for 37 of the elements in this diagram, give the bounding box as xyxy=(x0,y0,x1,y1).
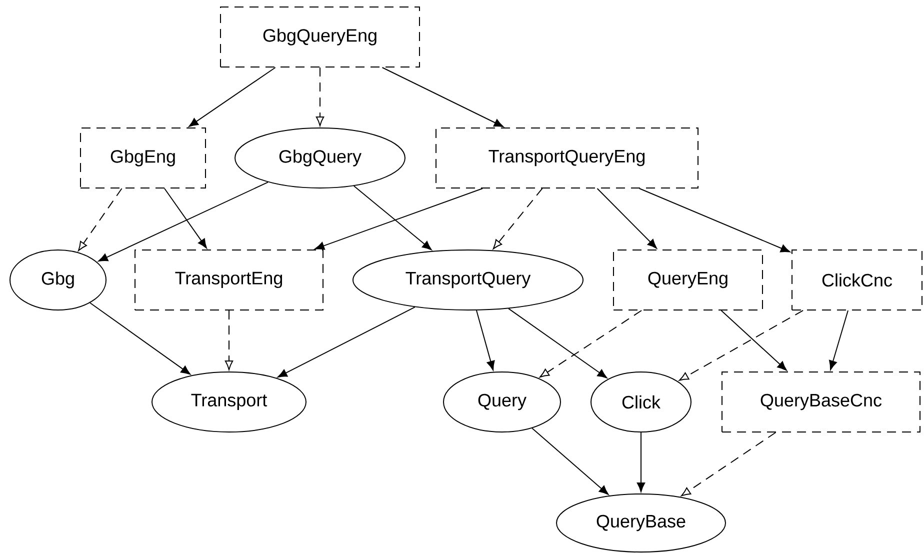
arrow xyxy=(476,310,495,370)
arrow xyxy=(314,188,484,250)
arrow xyxy=(224,310,234,370)
arrow xyxy=(188,67,276,127)
arrow xyxy=(596,188,657,249)
ellipse-node: Transport xyxy=(152,371,306,432)
ellipse-node: TransportQuery xyxy=(352,249,584,310)
ellipse-node: Click xyxy=(590,371,692,432)
dashed-box: ClickCnc xyxy=(792,249,922,310)
ellipse-node: Query xyxy=(443,371,561,432)
dashed-box: TransportQueryEng xyxy=(436,127,698,188)
arrow xyxy=(164,188,207,248)
arrow xyxy=(98,182,268,262)
arrow xyxy=(78,188,122,251)
arrow xyxy=(316,67,324,126)
dashed-box: GbgEng xyxy=(80,127,206,188)
arrow xyxy=(540,310,642,378)
arrow xyxy=(508,308,608,378)
arrow xyxy=(681,432,776,496)
arrow xyxy=(353,185,432,250)
arrow xyxy=(90,302,191,375)
ellipse-node: Gbg xyxy=(10,249,106,310)
arrow xyxy=(278,306,416,378)
arrow xyxy=(829,310,848,370)
dashed-box: QueryBaseCnc xyxy=(722,371,920,432)
arrow xyxy=(532,428,609,495)
dashed-box: GbgQueryEng xyxy=(220,6,420,68)
arrow xyxy=(638,188,790,252)
dashed-box: TransportEng xyxy=(134,249,324,310)
dashed-box: QueryEng xyxy=(613,249,763,310)
arrow xyxy=(720,310,787,371)
arrow xyxy=(382,67,504,128)
ellipse-node: GbgQuery xyxy=(234,127,406,188)
arrow xyxy=(636,432,646,492)
arrow xyxy=(679,310,804,381)
ellipse-node: QueryBase xyxy=(556,493,726,552)
arrow xyxy=(492,188,543,250)
